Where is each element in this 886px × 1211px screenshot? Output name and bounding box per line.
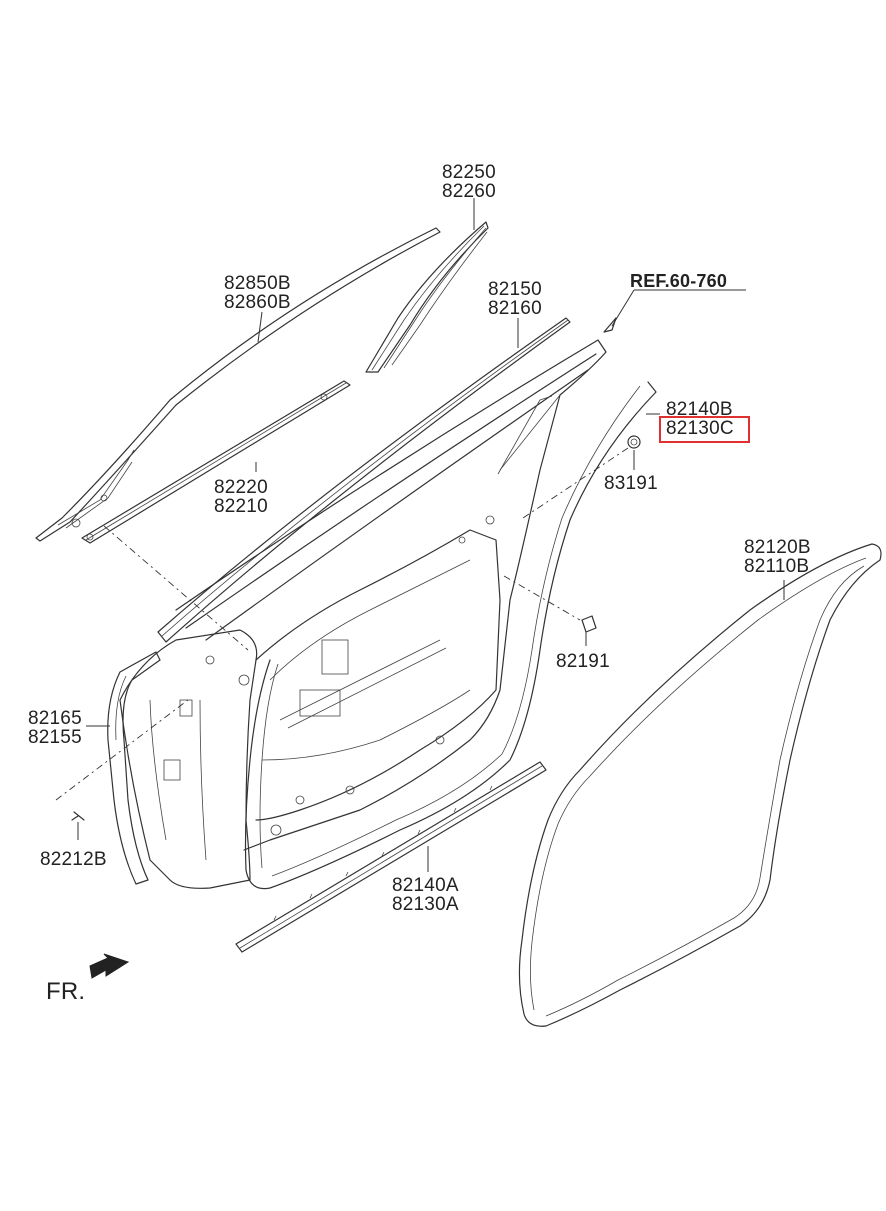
label-82220-82210: 82220 82210: [214, 478, 268, 516]
part-number: 82212B: [40, 849, 107, 870]
part-number: 83191: [604, 473, 658, 494]
delta-moulding: [365, 221, 489, 373]
label-82150-82160: 82150 82160: [488, 280, 542, 318]
assembly-line: [103, 525, 249, 651]
part-number: 82155: [28, 727, 82, 748]
part-number: 82260: [442, 181, 496, 202]
clip-83191: [627, 435, 641, 449]
part-number: 82220: [214, 477, 268, 498]
label-82250-82260: 82250 82260: [442, 163, 496, 201]
lower-weatherstrip: [235, 761, 547, 953]
part-number: 82130A: [392, 894, 459, 915]
assembly-line: [503, 575, 581, 621]
body-side-weatherstrip: [518, 543, 882, 1027]
front-text: FR.: [46, 978, 86, 1005]
highlight-box-82130C: [659, 416, 750, 443]
part-number: 82140B: [666, 399, 733, 420]
door-frame-weatherstrip: [157, 317, 571, 643]
part-number: 82191: [556, 651, 610, 672]
part-number: 82165: [28, 708, 82, 729]
label-82120B-82110B: 82120B 82110B: [744, 538, 811, 576]
label-82191: 82191: [556, 652, 610, 671]
reference-number: REF.60-760: [630, 271, 728, 291]
part-number: 82250: [442, 162, 496, 183]
front-direction-arrow: [89, 953, 130, 979]
door-inner-panel: [119, 339, 607, 889]
belt-weatherstrip: [81, 380, 351, 544]
part-number: 82850B: [224, 273, 291, 294]
part-number: 82210: [214, 496, 268, 517]
screw-82212B: [71, 811, 85, 821]
label-82140A-82130A: 82140A 82130A: [392, 876, 459, 914]
part-number: 82150: [488, 279, 542, 300]
leader-line: [257, 311, 263, 343]
label-82165-82155: 82165 82155: [28, 709, 82, 747]
label-83191: 83191: [604, 474, 658, 493]
part-number: 82860B: [224, 292, 291, 313]
part-number: 82140A: [392, 875, 459, 896]
part-number: 82120B: [744, 537, 811, 558]
part-number: 82110B: [744, 556, 810, 577]
assembly-line: [519, 447, 629, 521]
glass-run-outer-strip: [35, 227, 441, 542]
ref-arrow: [603, 317, 617, 333]
clip-82191: [581, 615, 597, 633]
label-82212B: 82212B: [40, 850, 107, 869]
front-edge-seal: [107, 651, 161, 885]
part-number-highlighted: 82130C: [666, 418, 734, 439]
rear-edge-weatherstrip: [244, 381, 657, 890]
part-number: 82160: [488, 298, 542, 319]
label-82850B-82860B: 82850B 82860B: [224, 274, 291, 312]
assembly-line: [55, 699, 189, 801]
leader-line: [611, 289, 746, 327]
label-82140B-82130C: 82140B 82130C: [666, 400, 734, 438]
label-reference: REF.60-760: [630, 272, 727, 291]
label-front-direction: FR.: [46, 980, 85, 1004]
